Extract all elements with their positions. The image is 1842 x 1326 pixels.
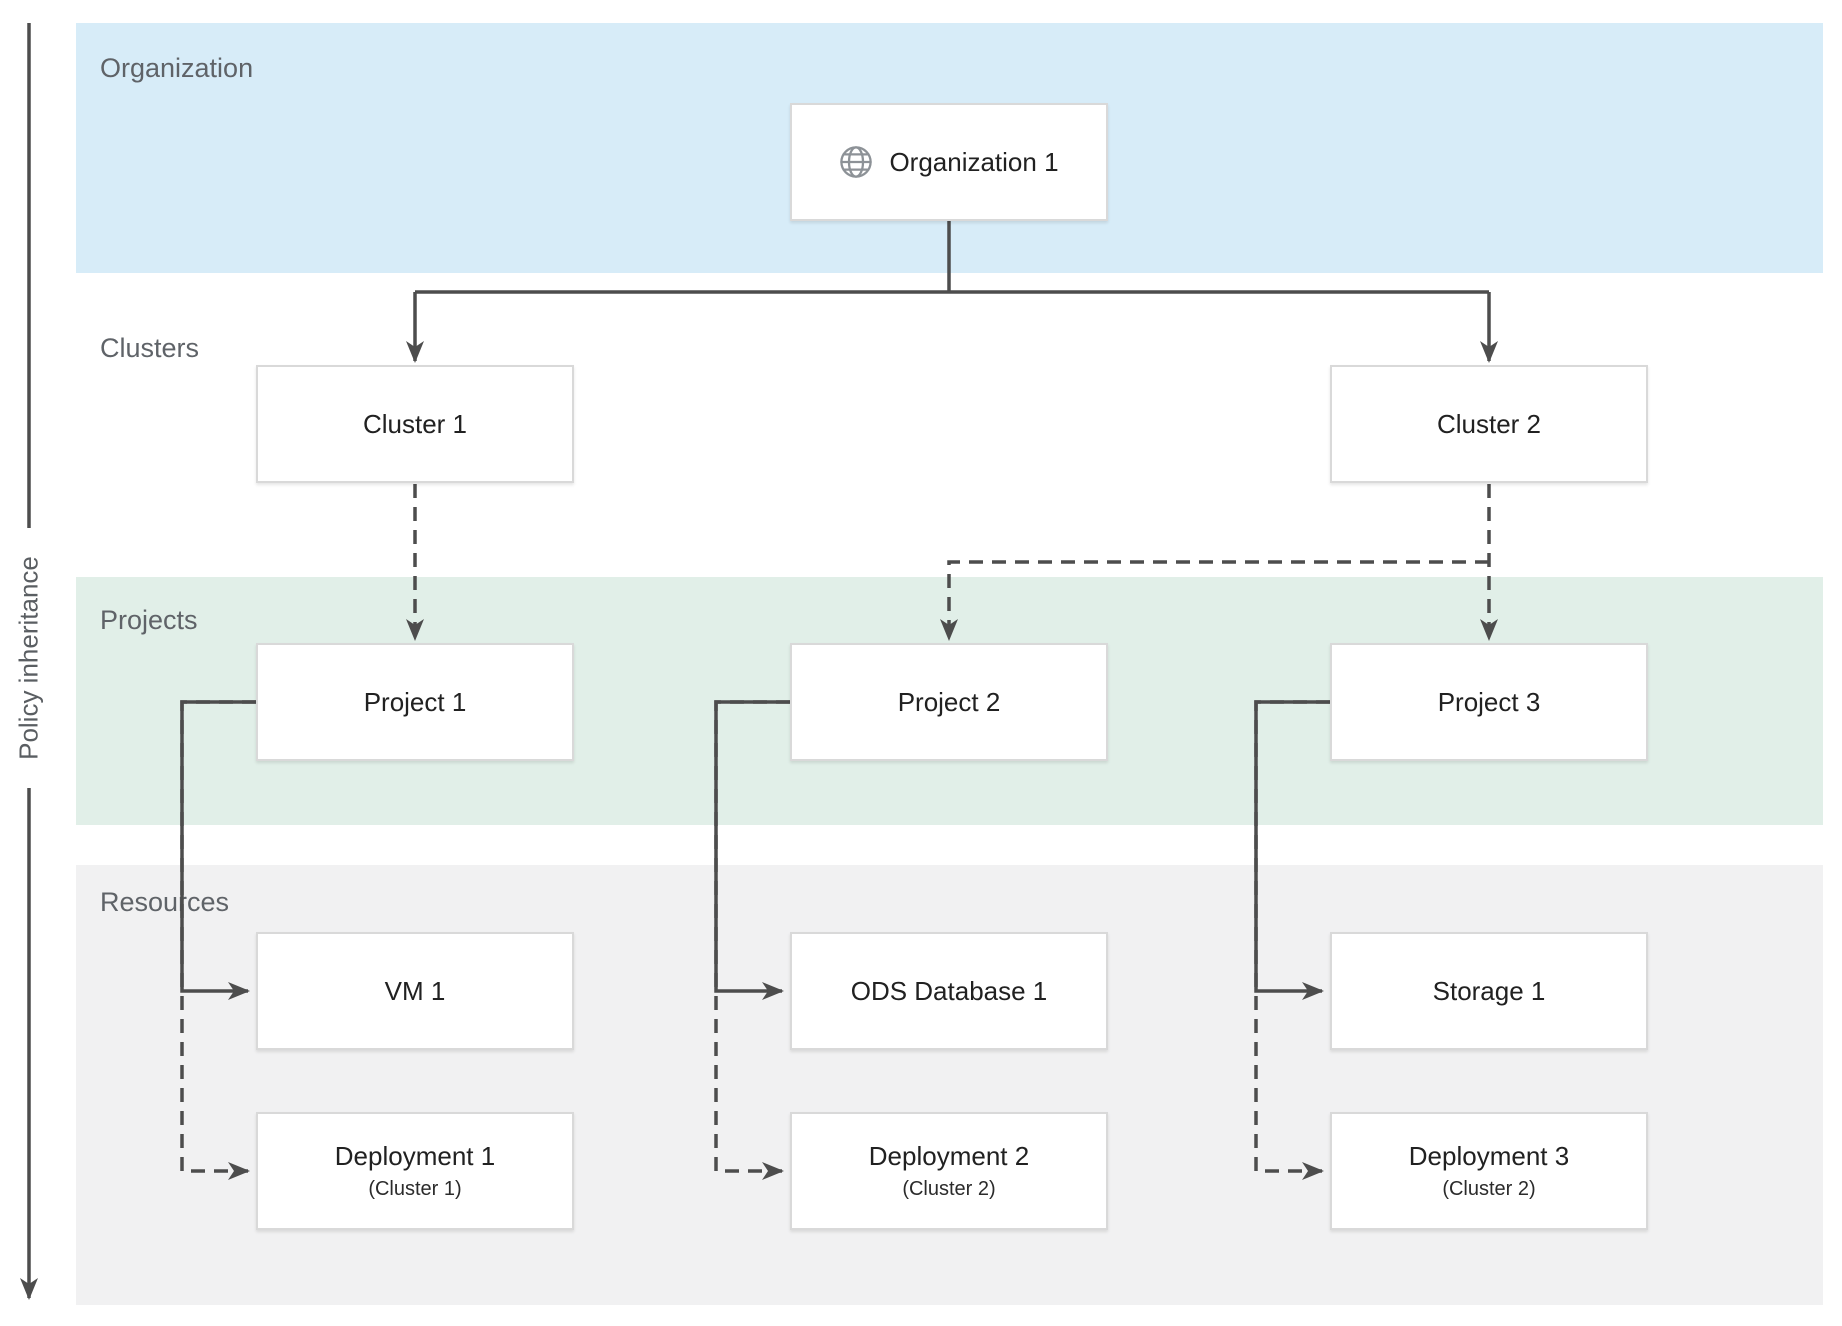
policy-inheritance-label: Policy inheritance [13,556,44,760]
node-label: Deployment 2 [868,1141,1030,1171]
band-resources [76,865,1823,1305]
node-label: Cluster 1 [362,408,468,439]
node-label: Deployment 3 [1408,1141,1570,1171]
node-sublabel: (Cluster 2) [902,1178,996,1200]
node-cluster-1: Cluster 1 [256,365,574,483]
node-sublabel: (Cluster 1) [368,1178,462,1200]
node-storage-1: Storage 1 [1330,932,1648,1050]
band-label-resources: Resources [100,887,230,917]
node-label: Cluster 2 [1436,408,1542,439]
globe-icon [840,146,873,178]
node-deployment-3: Deployment 3 (Cluster 2) [1330,1112,1648,1230]
node-sublabel: (Cluster 2) [1442,1178,1536,1200]
node-deployment-1: Deployment 1 (Cluster 1) [256,1112,574,1230]
band-label-projects: Projects [100,605,198,635]
node-label: ODS Database 1 [850,975,1048,1006]
node-label: Project 3 [1437,686,1541,717]
node-project-2: Project 2 [790,643,1108,761]
node-label: Project 1 [363,686,467,717]
band-label-organization: Organization [100,53,254,83]
node-deployment-2: Deployment 2 (Cluster 2) [790,1112,1108,1230]
node-vm-1: VM 1 [256,932,574,1050]
node-label: Organization 1 [889,146,1059,177]
node-ods-database-1: ODS Database 1 [790,932,1108,1050]
node-label: VM 1 [384,975,446,1006]
node-cluster-2: Cluster 2 [1330,365,1648,483]
node-label: Storage 1 [1432,975,1546,1006]
node-label: Deployment 1 [334,1141,496,1171]
node-label: Project 2 [897,686,1001,717]
node-project-3: Project 3 [1330,643,1648,761]
node-organization-1: Organization 1 [790,103,1108,221]
band-label-clusters: Clusters [100,333,200,363]
node-project-1: Project 1 [256,643,574,761]
